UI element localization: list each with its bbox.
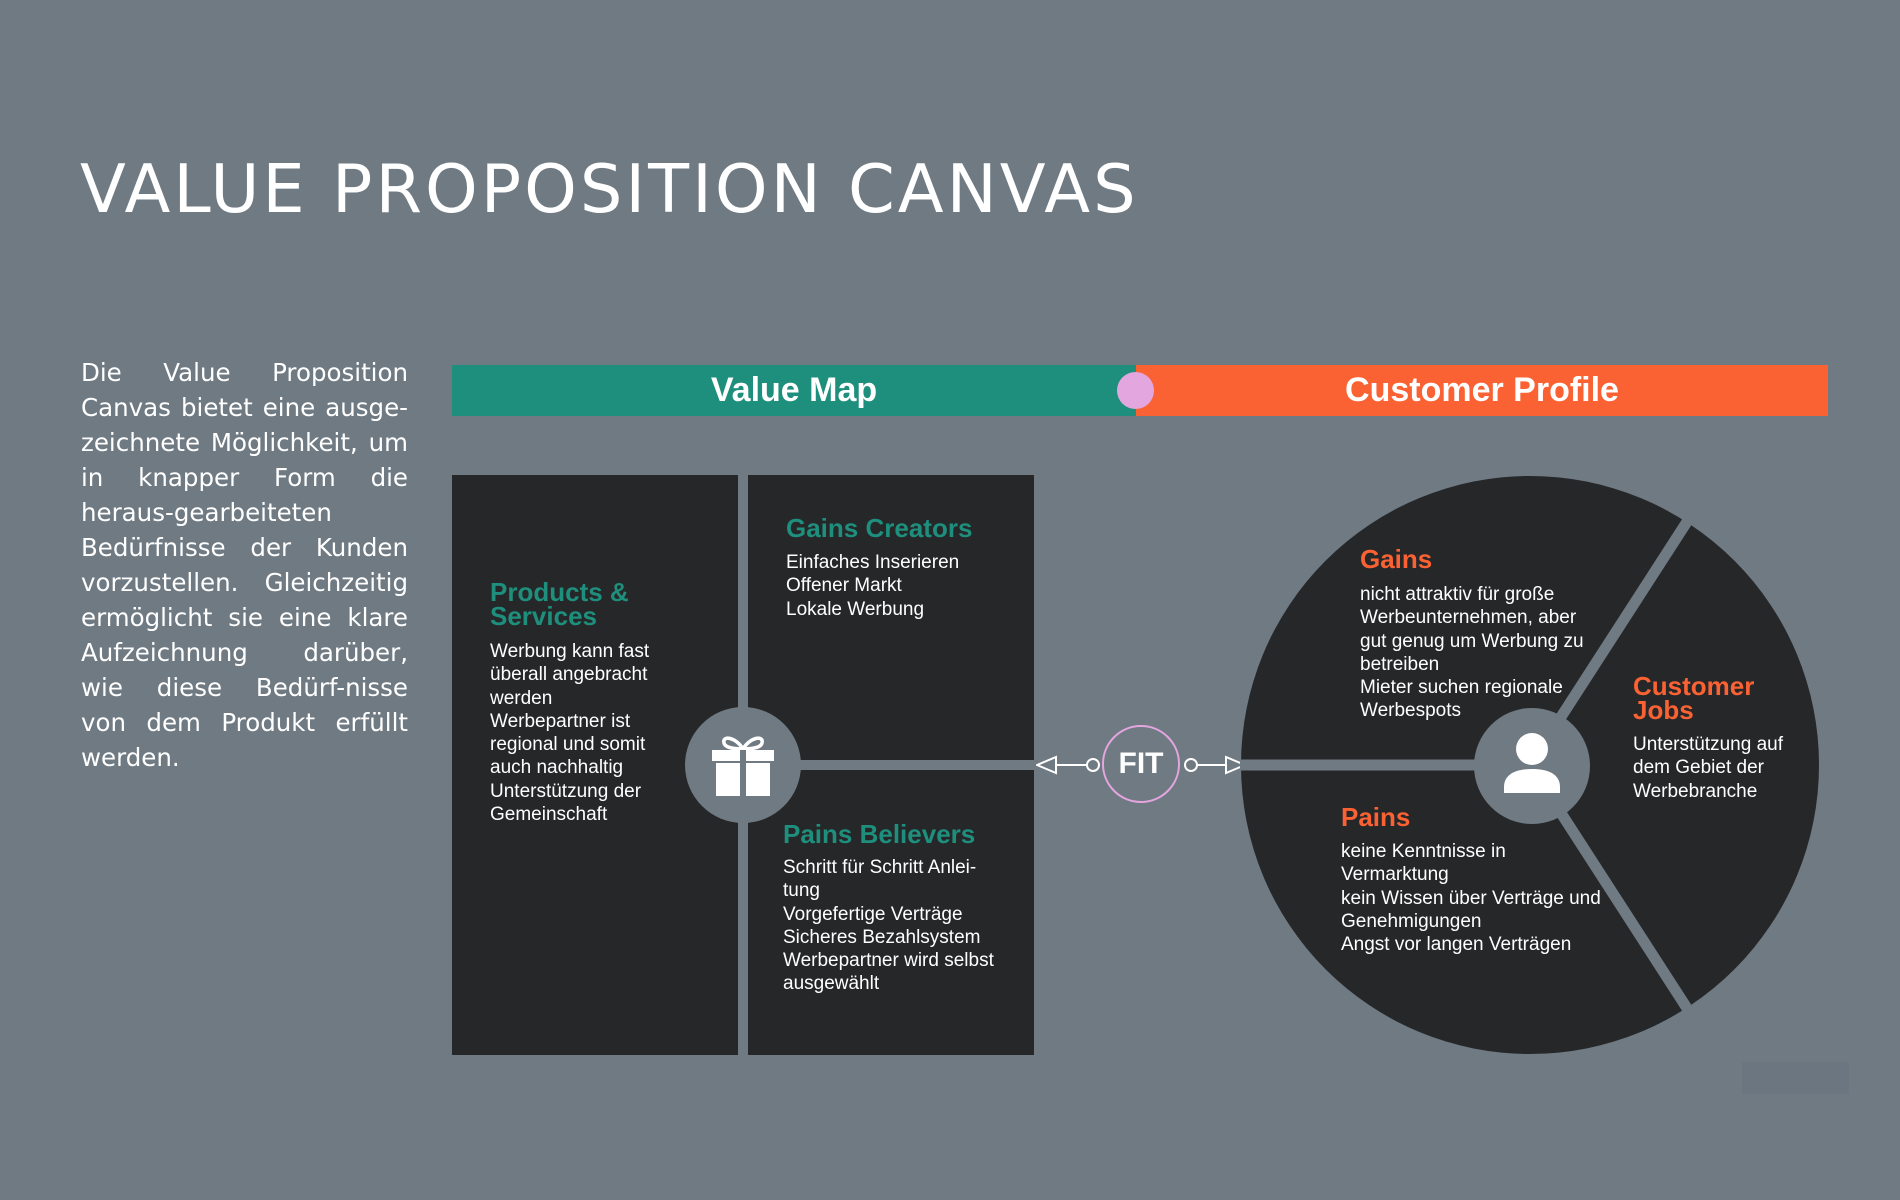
list-item: Unterstützung auf xyxy=(1633,734,1783,755)
list-item: Sicheres Bezahlsystem xyxy=(783,926,981,948)
gift-icon-circle xyxy=(685,707,801,823)
list-item: werden xyxy=(490,687,553,709)
list-item: Unterstützung der xyxy=(490,780,642,802)
products-services-text: Werbung kann fast überall angebracht wer… xyxy=(490,640,649,826)
list-item: tung xyxy=(783,880,820,902)
list-item: Vermarktung xyxy=(1341,864,1449,886)
list-item: Werbepartner wird selbst xyxy=(783,950,994,972)
fit-badge: FIT xyxy=(1102,725,1180,803)
gains-text: nicht attraktiv für große Werbeunternehm… xyxy=(1360,583,1584,723)
user-icon xyxy=(1504,733,1560,793)
list-item: keine Kenntnisse in xyxy=(1341,841,1506,862)
list-item: regional und somit xyxy=(490,734,646,756)
gift-icon xyxy=(712,736,774,796)
fit-arrow-right xyxy=(1184,755,1246,775)
page-title: VALUE PROPOSITION CANVAS xyxy=(80,150,1139,228)
intro-text: Die Value Proposition Canvas bietet eine… xyxy=(81,358,408,772)
list-item: auch nachhaltig xyxy=(490,757,624,779)
list-item: Angst vor langen Verträgen xyxy=(1341,934,1572,956)
pains-believers-text: Schritt für Schritt Anlei- tung Vorgefer… xyxy=(783,856,994,996)
list-item: Werbebranche xyxy=(1633,780,1758,802)
customer-profile-band: Customer Profile xyxy=(1136,365,1828,416)
list-item: Lokale Werbung xyxy=(786,598,925,620)
value-map-horizontal-divider xyxy=(748,760,1034,770)
value-map-band: Value Map xyxy=(452,365,1136,416)
fit-label: FIT xyxy=(1118,747,1164,780)
list-item: dem Gebiet der xyxy=(1633,757,1764,779)
products-services-title: Products & Services xyxy=(490,577,629,631)
list-item: überall angebracht xyxy=(490,664,648,686)
list-item: betreiben xyxy=(1360,653,1440,675)
pains-believers-title: Pains Believers xyxy=(783,819,976,849)
list-item: nicht attraktiv für große xyxy=(1360,584,1555,605)
list-item: ausgewählt xyxy=(783,973,880,995)
list-item: kein Wissen über Verträge und xyxy=(1341,887,1601,909)
list-item: Mieter suchen regionale xyxy=(1360,677,1563,699)
list-item: Werbespots xyxy=(1360,700,1462,722)
customer-profile-circle xyxy=(1240,476,1819,1054)
band-joint-dot xyxy=(1117,372,1154,409)
fit-arrow-left xyxy=(1036,755,1100,775)
list-item: Vorgefertige Verträge xyxy=(783,903,963,925)
list-item: Offener Markt xyxy=(786,575,902,597)
list-item: Werbeunternehmen, aber xyxy=(1360,607,1577,629)
list-item: gut genug um Werbung zu xyxy=(1360,630,1584,652)
customer-jobs-text: Unterstützung auf dem Gebiet der Werbebr… xyxy=(1633,733,1783,803)
gains-title: Gains xyxy=(1360,544,1433,574)
list-item: Gemeinschaft xyxy=(490,804,608,826)
gains-creators-title: Gains Creators xyxy=(786,513,973,543)
value-map-label: Value Map xyxy=(710,371,878,409)
pains-title: Pains xyxy=(1341,802,1411,832)
pains-text: keine Kenntnisse in Vermarktung kein Wis… xyxy=(1341,840,1601,956)
gains-creators-text: Einfaches Inserieren Offener Markt Lokal… xyxy=(786,551,959,621)
corner-patch xyxy=(1742,1062,1849,1094)
customer-profile-label: Customer Profile xyxy=(1345,371,1619,409)
customer-jobs-title: Customer Jobs xyxy=(1633,671,1755,725)
list-item: Einfaches Inserieren xyxy=(786,552,960,573)
list-item: Schritt für Schritt Anlei- xyxy=(783,857,977,878)
list-item: Werbepartner ist xyxy=(490,710,631,732)
list-item: Werbung kann fast xyxy=(490,641,650,662)
list-item: Genehmigungen xyxy=(1341,910,1482,932)
user-icon-circle xyxy=(1474,708,1590,824)
